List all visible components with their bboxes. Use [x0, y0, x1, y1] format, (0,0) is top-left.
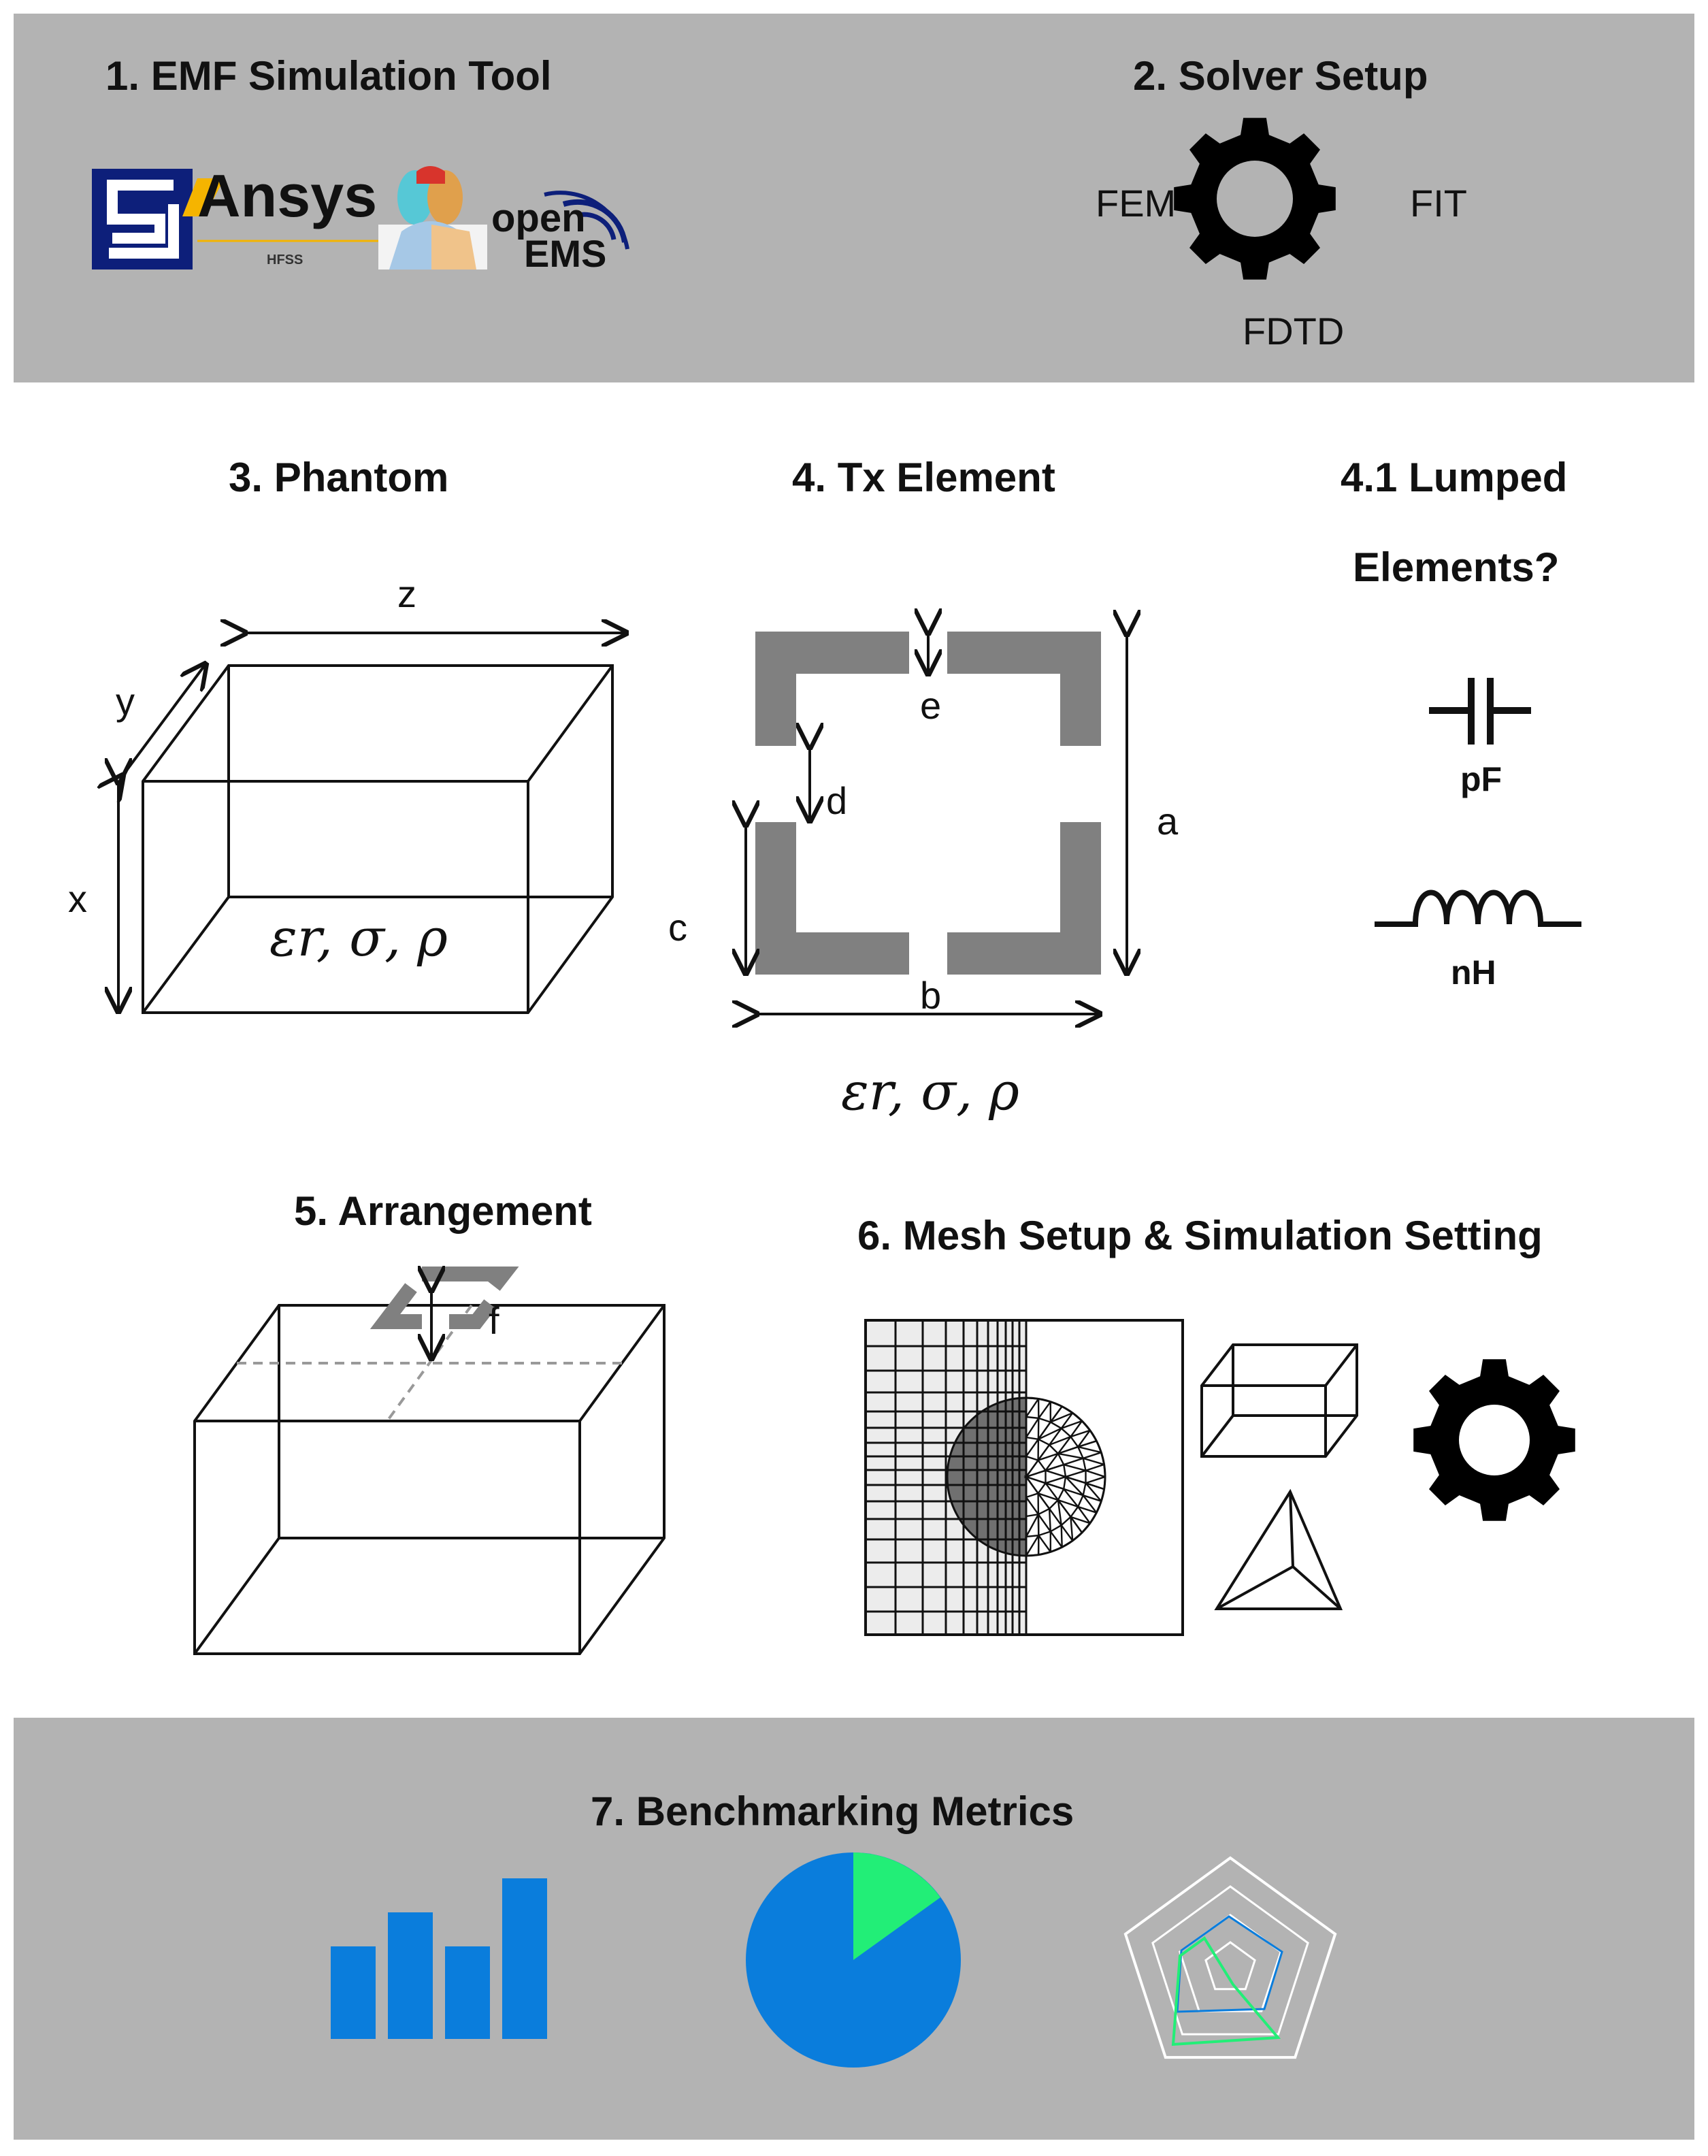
panel2-title: 2. Solver Setup [1133, 53, 1428, 99]
ansys-logo: Ansys HFSS [92, 162, 381, 270]
arrangement-dim-f-label: f [489, 1299, 499, 1342]
panel5-title: 5. Arrangement [294, 1188, 592, 1234]
capacitor-unit: pF [1460, 760, 1502, 798]
panel41-title-line2: Elements? [1353, 544, 1559, 590]
solver-fdtd-label: FDTD [1243, 310, 1344, 353]
ansys-sub: HFSS [267, 252, 303, 267]
ansys-name: Ansys [197, 162, 377, 229]
coil-dim-e: e [920, 684, 941, 727]
solver-fit-label: FIT [1410, 182, 1467, 225]
coil-material: εr, σ, ρ [841, 1061, 1019, 1122]
arrangement-box [193, 1304, 666, 1655]
mesh-panel [864, 1319, 1184, 1636]
phantom-material: εr, σ, ρ [269, 907, 448, 968]
arrangement-center-lines [237, 1304, 622, 1422]
panel6-title: 6. Mesh Setup & Simulation Setting [857, 1213, 1543, 1258]
metrics-pie-icon [746, 1852, 961, 2068]
coil-dim-d: d [826, 779, 847, 822]
panel3-title: 3. Phantom [229, 455, 448, 500]
openems-bottom: EMS [524, 232, 606, 275]
capacitor-icon [1429, 678, 1531, 745]
phantom-dim-y: y [116, 680, 135, 723]
coil-dim-c: c [668, 906, 687, 949]
metrics-bar-icon [331, 1878, 547, 2039]
phantom-dim-arrows [118, 633, 626, 1011]
mesh-tet-element-icon [1214, 1488, 1343, 1610]
panel7-title: 7. Benchmarking Metrics [591, 1788, 1074, 1834]
panel4-title: 4. Tx Element [792, 455, 1055, 500]
arrangement-coil [369, 1267, 519, 1329]
inductor-unit: nH [1451, 953, 1496, 992]
solver-gear-icon [1174, 118, 1336, 280]
head-model-logo [378, 166, 487, 270]
solver-fem-label: FEM [1096, 182, 1176, 225]
inductor-icon [1375, 889, 1581, 927]
phantom-box [142, 664, 614, 1014]
coil-loop [755, 632, 1101, 975]
metrics-radar-icon [1123, 1856, 1337, 2059]
mesh-hex-element-icon [1200, 1343, 1358, 1458]
panel1-title: 1. EMF Simulation Tool [105, 53, 552, 99]
phantom-dim-z: z [397, 572, 416, 615]
panel41-title-line1: 4.1 Lumped [1341, 455, 1567, 500]
simulation-settings-gear-icon [1413, 1359, 1575, 1521]
coil-dim-a: a [1157, 800, 1179, 843]
phantom-dim-x: x [68, 877, 87, 920]
top-band [14, 14, 1694, 382]
openems-top: open [491, 196, 586, 240]
openems-logo: open EMS [491, 191, 629, 275]
coil-dim-arrows [746, 633, 1127, 1014]
coil-dim-b: b [920, 974, 941, 1017]
